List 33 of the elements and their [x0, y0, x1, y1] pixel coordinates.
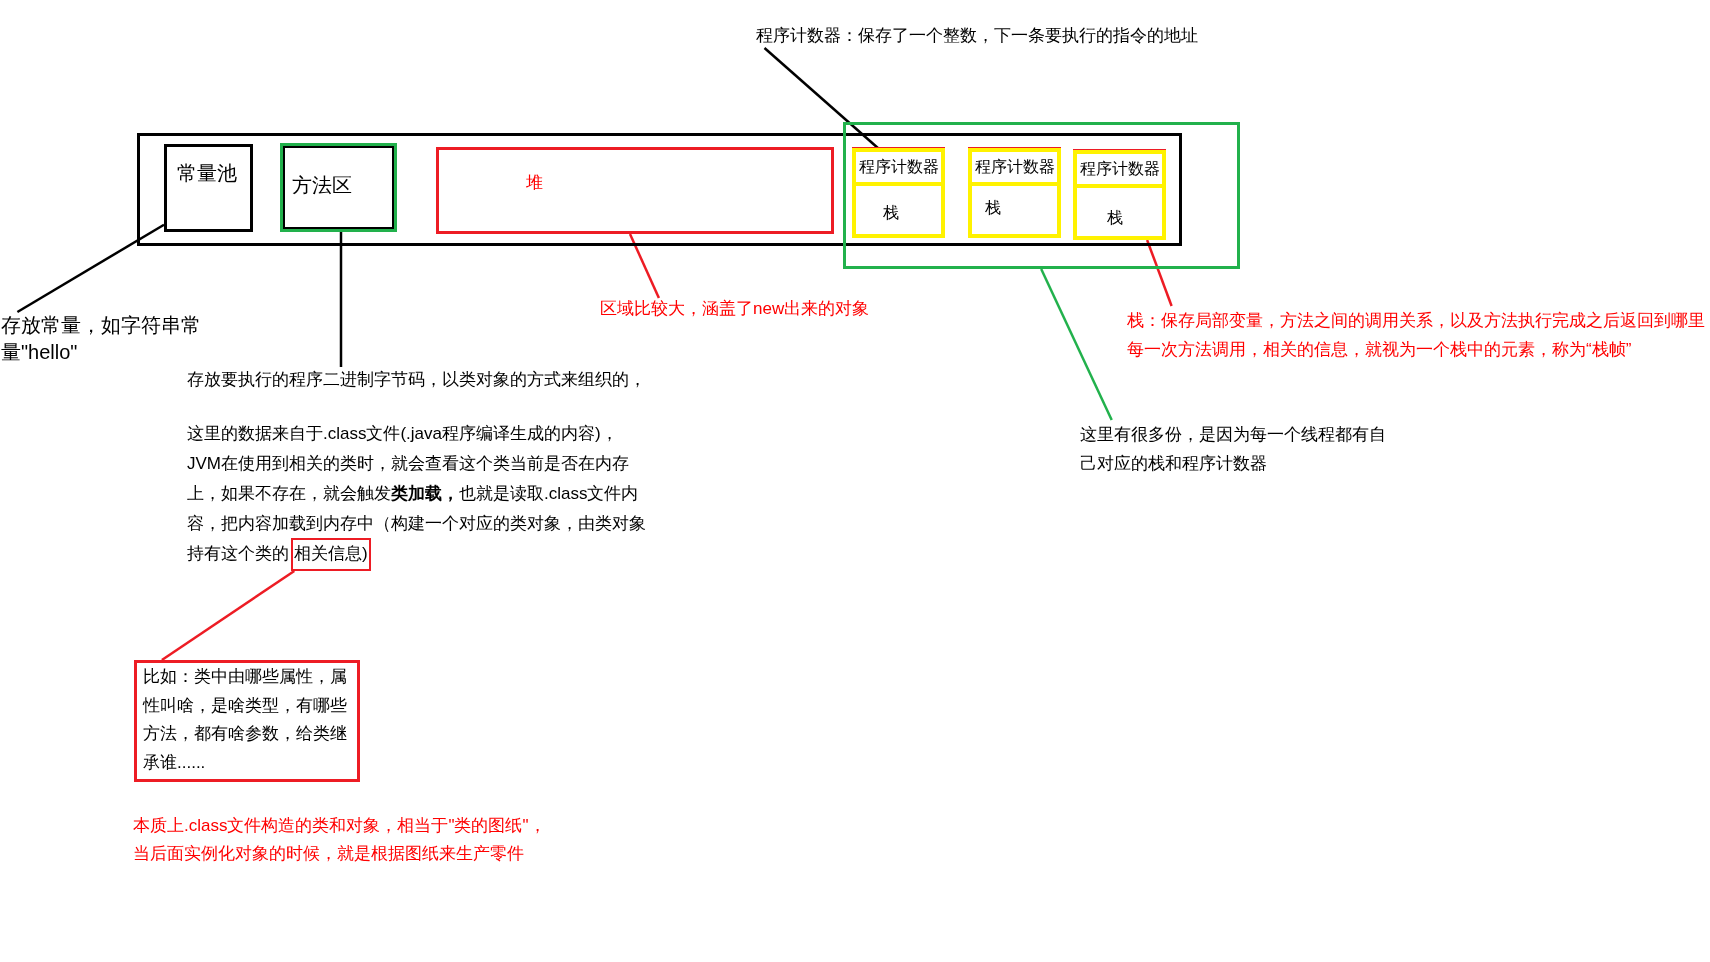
- memory-area-box: [280, 143, 397, 232]
- memory-area-box: [436, 147, 834, 234]
- annotation-paragraph: JVM在使用到相关的类时，就会查看这个类当前是否在内存上，如果不存在，就会触发类加载，也就是读取.class文件内容，把内容加载到内存中（构建一个对应的类对象，由类对象持有这个类的相关信息): [187, 453, 647, 565]
- area-label: 堆: [526, 172, 543, 194]
- annotation-text: 本质上.class文件构造的类和对象，相当于"类的图纸"，当后面实例化对象的时候，就是根据图纸来生产零件: [133, 815, 547, 865]
- box-label: 程序计数器: [1079, 159, 1160, 179]
- box-label: 程序计数器: [858, 157, 939, 177]
- leader-line: [161, 569, 295, 662]
- annotation-text: 存放常量，如字符串常量"hello": [1, 312, 206, 366]
- leader-line: [16, 223, 165, 314]
- highlight-frame: [291, 538, 371, 571]
- annotation-paragraph: 这里的数据来自于.class文件(.java程序编译生成的内容)，: [187, 423, 619, 445]
- leader-line: [628, 233, 661, 299]
- box-label: 栈: [1107, 208, 1123, 228]
- leader-line: [763, 47, 879, 149]
- leader-line: [1145, 239, 1173, 307]
- leader-line: [1040, 268, 1113, 421]
- annotation-text: 这里有很多份，是因为每一个线程都有自己对应的栈和程序计数器: [1080, 420, 1388, 478]
- annotation-text: 区域比较大，涵盖了new出来的对象: [600, 298, 870, 320]
- annotation-text: 栈：保存局部变量，方法之间的调用关系，以及方法执行完成之后返回到哪里每一次方法调用，相关的信息，就视为一个栈中的元素，称为“栈帧”: [1127, 306, 1708, 364]
- area-label: 方法区: [292, 173, 352, 197]
- area-label: 常量池: [177, 161, 237, 185]
- annotation-paragraph: 存放要执行的程序二进制字节码，以类对象的方式来组织的，: [187, 369, 647, 391]
- note-box: [134, 660, 360, 782]
- region-frame: [137, 133, 1182, 246]
- annotation-text: 程序计数器：保存了一个整数，下一条要执行的指令的地址: [756, 24, 1198, 48]
- box-label: 栈: [985, 198, 1001, 218]
- note-text: 比如：类中由哪些属性，属性叫啥，是啥类型，有哪些方法，都有啥参数，给类继承谁......: [143, 666, 348, 774]
- thread-group-frame: [843, 122, 1240, 269]
- box-label: 栈: [883, 203, 899, 223]
- box-label: 程序计数器: [974, 157, 1055, 177]
- memory-area-box: [164, 144, 253, 232]
- leader-line: [339, 232, 343, 367]
